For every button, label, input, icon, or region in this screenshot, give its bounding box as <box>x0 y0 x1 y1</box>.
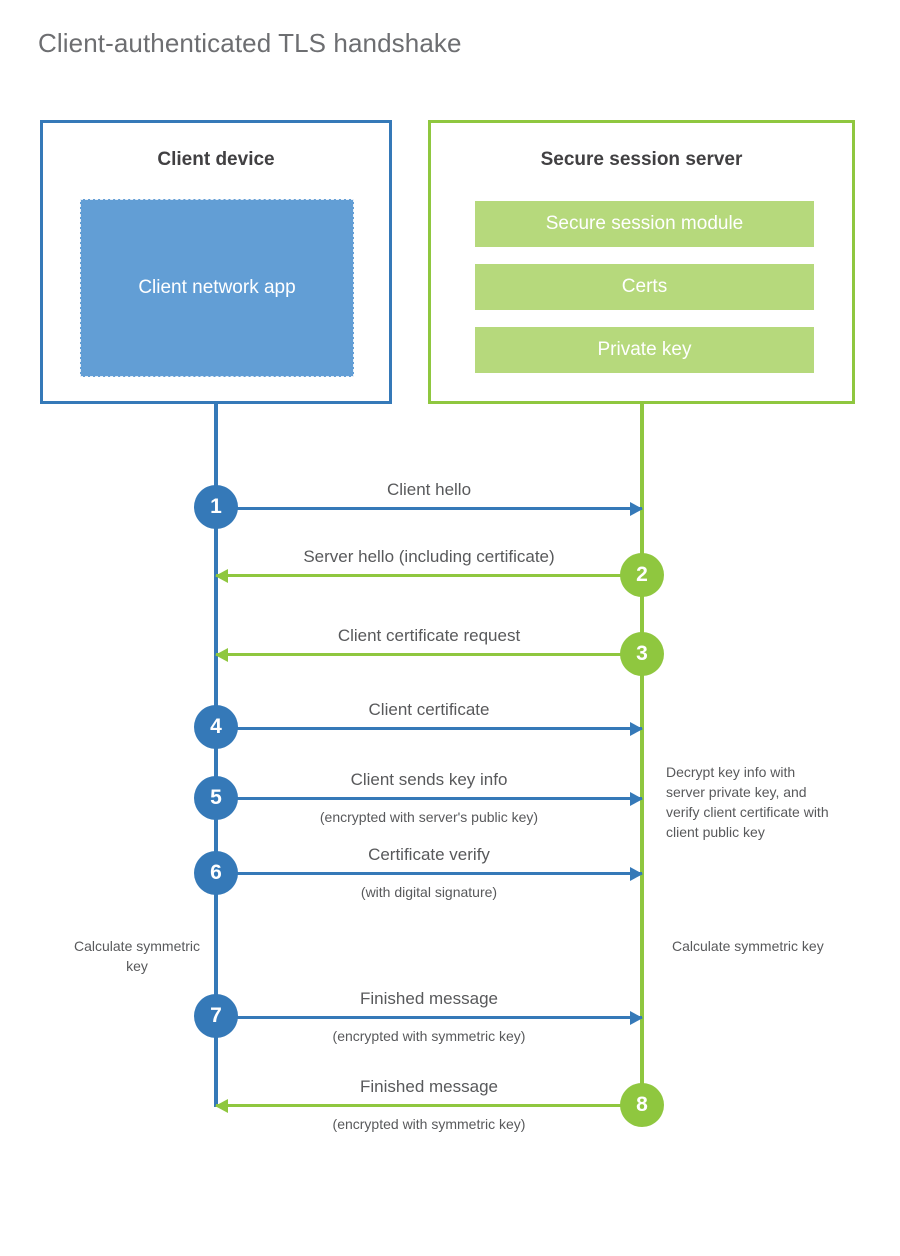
secure-session-server-title: Secure session server <box>540 149 743 170</box>
server-decrypt-note: Decrypt key info with server private key… <box>666 764 829 840</box>
step-badge-8: 8 <box>620 1083 664 1127</box>
arrow-line <box>216 1016 642 1019</box>
arrow-line <box>216 653 642 656</box>
page-title: Client-authenticated TLS handshake <box>38 28 462 58</box>
arrow-head-icon <box>630 501 643 516</box>
arrow-head-icon <box>630 1010 643 1025</box>
arrow-line <box>216 727 642 730</box>
arrow-head-icon <box>215 647 228 662</box>
step-number-5: 5 <box>210 786 222 809</box>
step-number-7: 7 <box>210 1004 222 1027</box>
arrow-head-icon <box>630 791 643 806</box>
server-calculate-symmetric-key-note: Calculate symmetric key <box>672 938 824 954</box>
arrow-line <box>216 872 642 875</box>
message-label-1: Client hello <box>386 480 472 499</box>
message-sublabel-8: (encrypted with symmetric key) <box>332 1116 526 1132</box>
step-badge-7: 7 <box>194 994 238 1038</box>
client-device-box: Client device Client network app <box>40 120 392 404</box>
step-badge-1: 1 <box>194 485 238 529</box>
message-arrow-3: Client certificate request <box>215 626 642 662</box>
step-badge-2: 2 <box>620 553 664 597</box>
step-badge-3: 3 <box>620 632 664 676</box>
step-badge-5: 5 <box>194 776 238 820</box>
message-sublabel-7: (encrypted with symmetric key) <box>332 1028 526 1044</box>
message-sublabel-5: (encrypted with server's public key) <box>319 809 539 825</box>
message-arrow-7: Finished message (encrypted with symmetr… <box>216 989 643 1044</box>
message-label-8: Finished message <box>360 1077 498 1096</box>
server-module-certs: Certs <box>475 264 814 310</box>
message-label-4: Client certificate <box>368 700 490 719</box>
client-network-app-block: Client network app <box>80 199 354 377</box>
arrow-line <box>216 507 642 510</box>
message-arrow-5: Client sends key info (encrypted with se… <box>216 770 643 825</box>
step-number-6: 6 <box>210 861 222 884</box>
message-arrow-1: Client hello <box>216 480 643 516</box>
arrow-line <box>216 797 642 800</box>
message-label-7: Finished message <box>360 989 498 1008</box>
step-number-8: 8 <box>636 1093 648 1116</box>
message-label-5: Client sends key info <box>350 770 508 789</box>
client-device-title: Client device <box>157 149 275 170</box>
message-arrow-8: Finished message (encrypted with symmetr… <box>215 1077 642 1132</box>
message-sublabel-6: (with digital signature) <box>360 884 498 900</box>
arrow-head-icon <box>215 568 228 583</box>
step-number-2: 2 <box>636 563 648 586</box>
arrow-line <box>216 1104 642 1107</box>
step-badge-4: 4 <box>194 705 238 749</box>
server-lifeline <box>640 404 644 1107</box>
message-label-2: Server hello (including certificate) <box>303 547 555 566</box>
message-label-6: Certificate verify <box>368 845 490 864</box>
step-number-3: 3 <box>636 642 648 665</box>
message-arrow-6: Certificate verify (with digital signatu… <box>216 845 643 900</box>
server-module-secure-session-module: Secure session module <box>475 201 814 247</box>
message-label-3: Client certificate request <box>337 626 521 645</box>
arrow-line <box>216 574 642 577</box>
arrow-head-icon <box>215 1098 228 1113</box>
client-calculate-symmetric-key-note: Calculate symmetric key <box>73 938 201 974</box>
step-badge-6: 6 <box>194 851 238 895</box>
step-number-1: 1 <box>210 495 222 518</box>
server-module-private-key: Private key <box>475 327 814 373</box>
step-number-4: 4 <box>210 715 222 738</box>
arrow-head-icon <box>630 866 643 881</box>
client-lifeline <box>214 404 218 1107</box>
secure-session-server-box: Secure session server Secure session mod… <box>428 120 855 404</box>
message-arrow-4: Client certificate <box>216 700 643 736</box>
message-arrow-2: Server hello (including certificate) <box>215 547 642 583</box>
arrow-head-icon <box>630 721 643 736</box>
